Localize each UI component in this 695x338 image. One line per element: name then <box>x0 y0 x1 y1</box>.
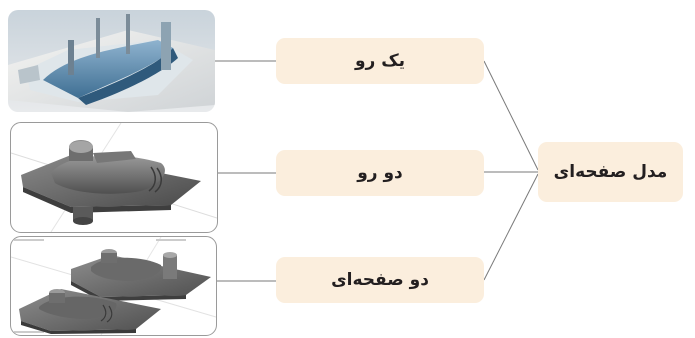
one-sided-part-image <box>8 10 215 112</box>
branch-node-label: دو صفحه‌ای <box>331 270 429 290</box>
branch-node-two-sided: دو رو <box>276 150 484 196</box>
two-plate-model-image <box>10 236 217 336</box>
connector-root-to-one <box>483 60 539 171</box>
root-node: مدل صفحه‌ای <box>538 142 683 202</box>
root-node-label: مدل صفحه‌ای <box>553 162 668 182</box>
branch-node-label: دو رو <box>357 163 403 183</box>
connector-root-to-three <box>483 173 539 281</box>
branch-node-two-plate: دو صفحه‌ای <box>276 257 484 303</box>
two-sided-model-image <box>10 122 218 233</box>
branch-node-one-sided: یک رو <box>276 38 484 84</box>
branch-node-label: یک رو <box>354 51 406 71</box>
